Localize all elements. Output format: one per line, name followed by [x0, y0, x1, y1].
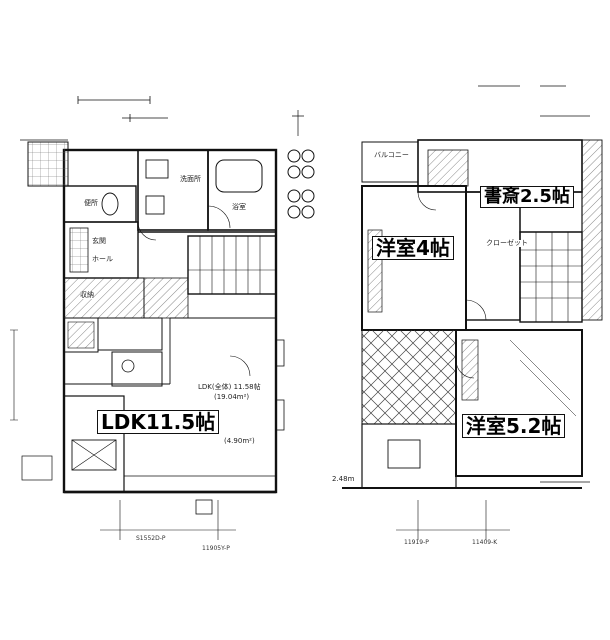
dim-left-b: 11905Y-P — [202, 545, 230, 552]
room-label-western-room-5: 洋室5.2帖 — [462, 414, 566, 438]
label-closet: クローゼット — [486, 239, 528, 247]
label-toilet: 便所 — [84, 199, 98, 207]
room-label-western-room-4: 洋室4帖 — [372, 236, 454, 260]
dim-left-a: S1552D-P — [136, 535, 166, 542]
first-floor — [10, 96, 285, 540]
label-ldk-area-m2: (19.04m²) — [214, 393, 250, 401]
label-kitchen-area: (4.90m²) — [224, 437, 255, 445]
label-washroom: 洗面所 — [180, 175, 201, 183]
dim-right-b: 11409-K — [472, 539, 498, 546]
dim-right-a: 11919-P — [404, 539, 429, 546]
label-entrance: 玄関 — [92, 237, 106, 245]
label-ldk-area: LDK(全体) 11.58帖 — [198, 383, 261, 391]
label-hall: ホール — [92, 255, 113, 263]
label-ceiling-height: 2.48m — [332, 475, 355, 483]
outdoor-units — [287, 110, 315, 219]
room-label-study: 書斎2.5帖 — [480, 186, 574, 208]
room-label-ldk: LDK11.5帖 — [97, 410, 220, 434]
label-balcony: バルコニー — [374, 151, 409, 159]
label-bath: 浴室 — [232, 203, 246, 211]
label-storage: 収納 — [80, 291, 94, 299]
